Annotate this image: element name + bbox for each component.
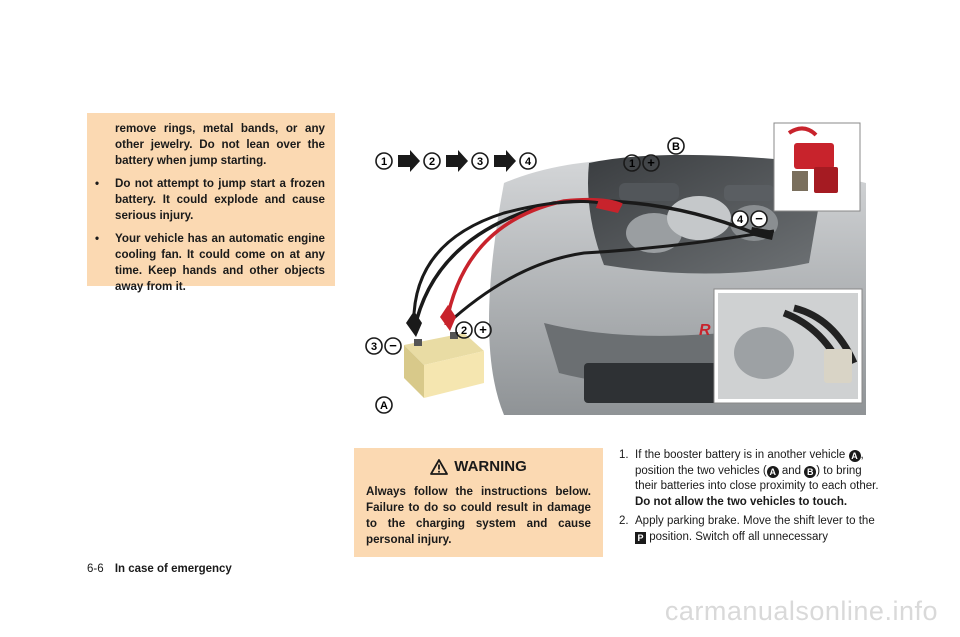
caution-bullet-frozen-battery: Do not attempt to jump start a frozen ba… bbox=[95, 176, 325, 224]
marker-b-icon: B bbox=[804, 465, 817, 478]
watermark: carmanualsonline.info bbox=[664, 596, 938, 626]
page-number: 6-6 bbox=[87, 563, 104, 575]
seq-num: 1 bbox=[381, 156, 387, 168]
caution-box-continued: remove rings, metal bands, or any other … bbox=[87, 113, 335, 293]
callout-2: 2 bbox=[461, 325, 467, 337]
callout-a: A bbox=[380, 400, 388, 412]
warning-triangle-icon bbox=[430, 458, 449, 475]
callout-4: 4 bbox=[737, 214, 744, 226]
seq-num: 3 bbox=[477, 156, 483, 168]
caution-bullet-cooling-fan: Your vehicle has an automatic engine coo… bbox=[95, 231, 325, 295]
warning-title: WARNING bbox=[454, 458, 527, 475]
callout-plus: + bbox=[479, 322, 487, 337]
callout-3: 3 bbox=[371, 341, 377, 353]
marker-a-icon: A bbox=[848, 450, 861, 462]
booster-battery bbox=[404, 332, 484, 398]
callout-minus: − bbox=[389, 338, 397, 353]
seq-num: 4 bbox=[525, 156, 532, 168]
sequence-indicator: 1 2 3 4 bbox=[375, 150, 537, 172]
callout-plus: + bbox=[647, 155, 655, 170]
warning-text: Always follow the instructions below. Fa… bbox=[366, 485, 591, 546]
step-1: 1. If the booster battery is in another … bbox=[619, 449, 879, 508]
instruction-steps: 1. If the booster battery is in another … bbox=[619, 448, 881, 549]
park-position-icon: P bbox=[635, 531, 646, 544]
jump-start-illustration: R 1 2 3 4 B bbox=[365, 122, 866, 415]
caution-text-1: remove rings, metal bands, or any other … bbox=[115, 122, 325, 167]
seq-num: 2 bbox=[429, 156, 435, 168]
marker-a-icon: A bbox=[766, 465, 779, 478]
svg-text:R: R bbox=[699, 322, 711, 339]
section-title: In case of emergency bbox=[114, 563, 232, 575]
callout-minus: − bbox=[755, 211, 763, 226]
warning-box: WARNING Always follow the instructions b… bbox=[354, 448, 603, 557]
callout-b: B bbox=[672, 141, 680, 153]
callout-1: 1 bbox=[629, 158, 635, 170]
step-2: 2. Apply parking brake. Move the shift l… bbox=[619, 515, 875, 544]
page-footer: 6-6 In case of emergency bbox=[87, 563, 232, 575]
